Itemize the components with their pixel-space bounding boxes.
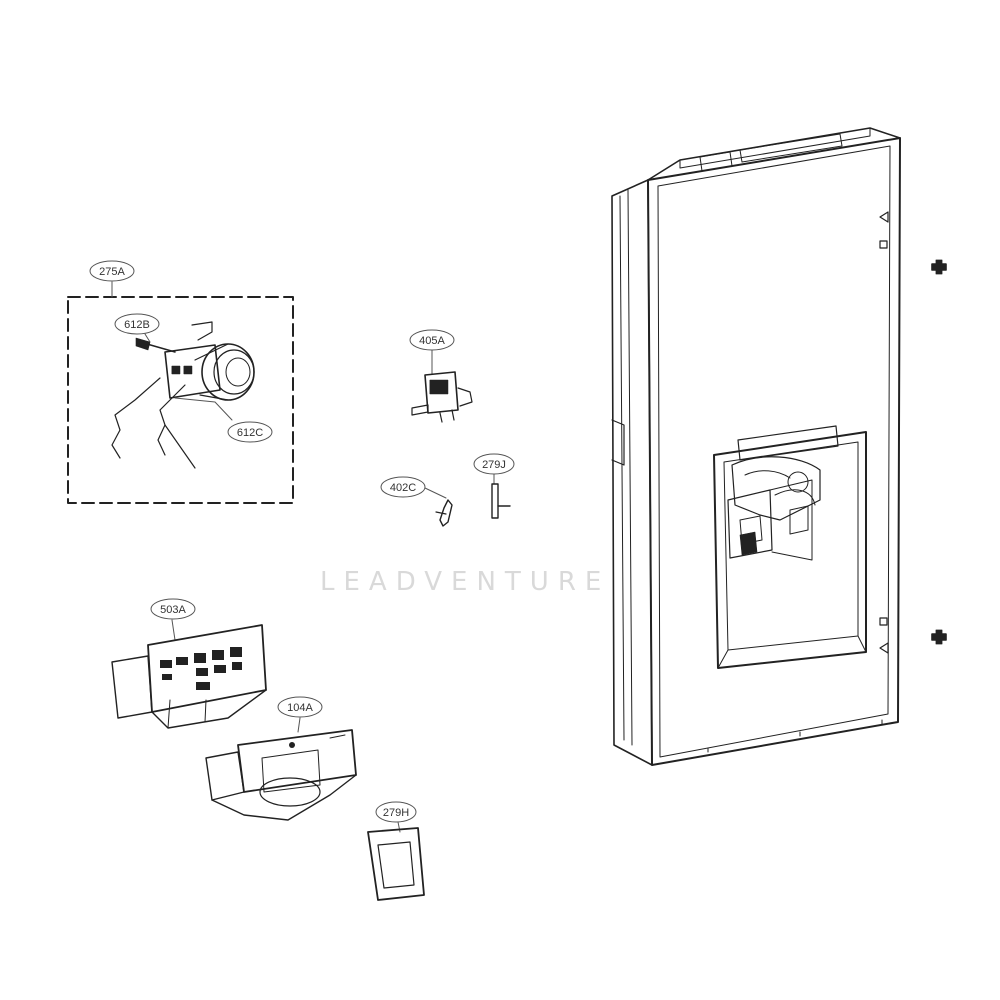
callout-275a[interactable]: 275A xyxy=(89,260,135,282)
callout-label: 279H xyxy=(383,807,409,819)
callout-503a[interactable]: 503A xyxy=(150,598,196,620)
callout-label: 275A xyxy=(99,266,125,278)
screw-top-icon xyxy=(931,259,947,275)
callout-279j[interactable]: 279J xyxy=(473,453,515,475)
refrigerator-door xyxy=(611,127,901,766)
callout-612b[interactable]: 612B xyxy=(114,313,160,335)
screw-bottom-icon xyxy=(931,629,947,645)
part-279h-cover xyxy=(367,821,425,901)
callout-104a[interactable]: 104A xyxy=(277,696,323,718)
callout-label: 405A xyxy=(419,335,445,347)
callout-label: 612C xyxy=(237,427,263,439)
assembly-275a xyxy=(67,281,294,504)
callout-label: 612B xyxy=(124,319,150,331)
watermark-text: LEADVENTURE xyxy=(320,567,610,597)
callout-label: 503A xyxy=(160,604,186,616)
callout-label: 104A xyxy=(287,702,313,714)
callout-label: 279J xyxy=(482,459,506,471)
part-104a-dispenser-housing xyxy=(205,717,357,821)
callout-405a[interactable]: 405A xyxy=(409,329,455,351)
part-402c-clip xyxy=(424,487,453,527)
callout-279h[interactable]: 279H xyxy=(375,801,417,823)
part-405a-switch xyxy=(411,349,473,423)
callout-612c[interactable]: 612C xyxy=(227,421,273,443)
callout-402c[interactable]: 402C xyxy=(380,476,426,498)
part-503a-control-panel xyxy=(111,619,267,729)
callout-label: 402C xyxy=(390,482,416,494)
part-279j-screw xyxy=(491,473,511,519)
